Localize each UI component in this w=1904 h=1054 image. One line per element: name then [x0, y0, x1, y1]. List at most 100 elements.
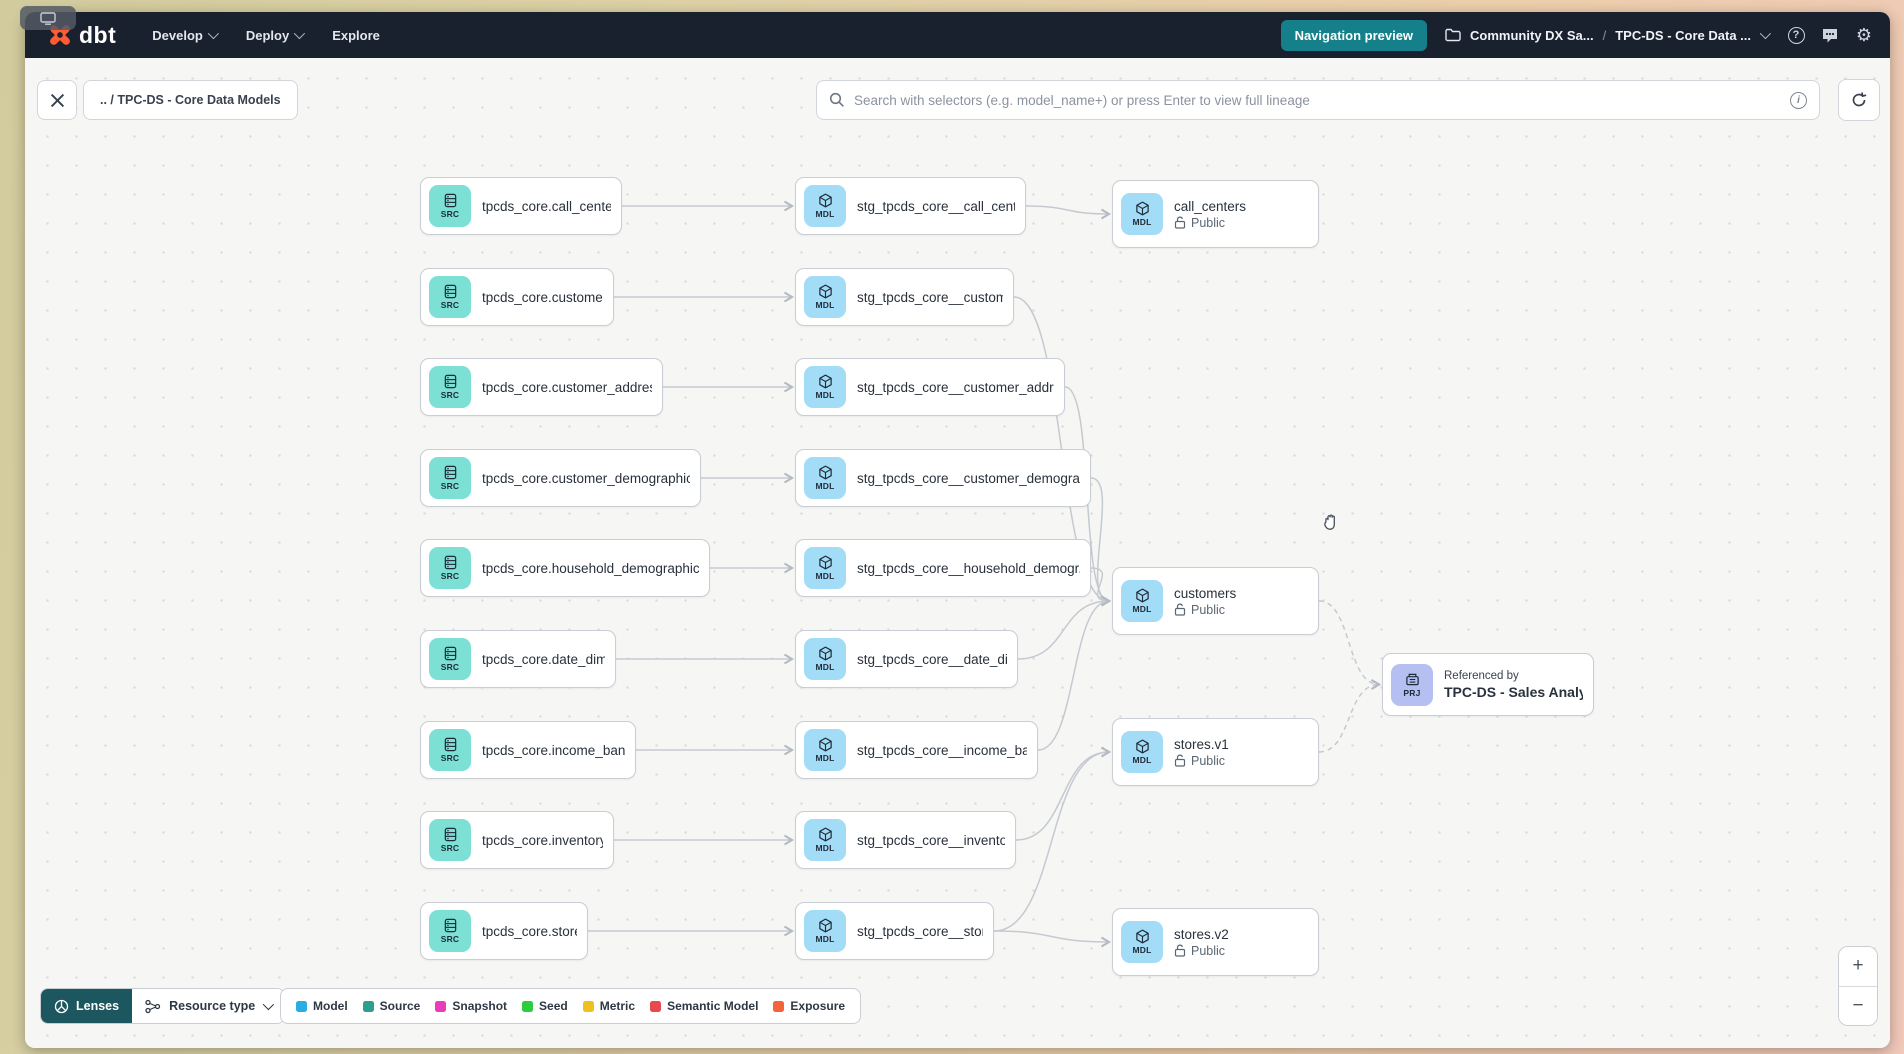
breadcrumb-page[interactable]: TPC-DS - Core Data ...	[1615, 27, 1751, 43]
node-label: stg_tpcds_core__date_dim	[857, 651, 1007, 667]
monitor-icon	[40, 11, 56, 25]
badge-label: MDL	[815, 481, 835, 491]
lineage-node-s7[interactable]: SRC tpcds_core.income_band	[420, 721, 636, 779]
search-input[interactable]	[854, 92, 1781, 108]
mdl-badge: MDL	[1121, 921, 1163, 963]
lineage-node-t4[interactable]: MDL stg_tpcds_core__customer_demogra...	[795, 449, 1091, 507]
model-icon	[818, 374, 832, 389]
navigation-preview-button[interactable]: Navigation preview	[1280, 19, 1428, 51]
resource-type-button[interactable]: Resource type	[132, 989, 285, 1023]
source-icon	[444, 465, 456, 480]
node-label: tpcds_core.customer_demographics	[482, 470, 690, 486]
unlock-icon	[1174, 944, 1186, 957]
badge-label: MDL	[1132, 217, 1152, 227]
chevron-down-icon	[293, 27, 306, 40]
node-pre-label: Referenced by	[1444, 669, 1519, 682]
lineage-breadcrumb-chip[interactable]: .. / TPC-DS - Core Data Models	[83, 80, 298, 120]
src-badge: SRC	[429, 547, 471, 589]
breadcrumb-separator: /	[1602, 27, 1607, 43]
legend-swatch	[773, 1000, 785, 1012]
legend-swatch	[296, 1000, 307, 1012]
mdl-badge: MDL	[804, 547, 846, 589]
legend-item: Snapshot	[435, 999, 507, 1013]
lineage-search: i	[816, 80, 1820, 120]
node-label: stg_tpcds_core__customer_address	[857, 379, 1054, 395]
edge-m3-prj	[1318, 679, 1382, 753]
brand-name: dbt	[79, 21, 117, 48]
screen-share-pill[interactable]	[20, 6, 76, 30]
source-icon	[444, 918, 456, 933]
nav-deploy[interactable]: Deploy	[246, 27, 306, 43]
node-label: tpcds_core.household_demographics	[482, 560, 699, 576]
dbt-logo[interactable]: dbt	[47, 22, 116, 49]
node-text: tpcds_core.household_demographics	[482, 561, 699, 576]
feedback-button[interactable]	[1820, 25, 1840, 45]
refresh-lineage-button[interactable]	[1838, 79, 1880, 121]
info-icon[interactable]: i	[1790, 91, 1807, 109]
close-lineage-button[interactable]	[37, 80, 77, 120]
breadcrumb-project[interactable]: Community DX Sa...	[1470, 27, 1594, 43]
badge-label: MDL	[815, 753, 835, 763]
node-text: stg_tpcds_core__customer	[857, 290, 1003, 305]
model-icon	[818, 465, 832, 480]
node-text: tpcds_core.date_dim	[482, 652, 605, 667]
zoom-in-button[interactable]: +	[1839, 947, 1877, 987]
mdl-badge: MDL	[804, 819, 846, 861]
lineage-node-s5[interactable]: SRC tpcds_core.household_demographics	[420, 539, 710, 597]
model-icon	[1135, 929, 1149, 944]
zoom-out-button[interactable]: −	[1839, 986, 1877, 1025]
source-icon	[444, 284, 456, 299]
node-label: stores.v2	[1174, 926, 1229, 942]
src-badge: SRC	[429, 185, 471, 227]
badge-label: SRC	[440, 300, 460, 310]
node-text: stg_tpcds_core__income_band	[857, 743, 1027, 758]
chevron-down-icon	[207, 27, 219, 40]
node-label: TPC-DS - Sales Analytics	[1444, 683, 1583, 700]
node-text: tpcds_core.income_band	[482, 743, 625, 758]
nav-develop[interactable]: Develop	[152, 27, 219, 43]
chevron-down-icon[interactable]	[1759, 27, 1772, 40]
node-label: tpcds_core.date_dim	[482, 651, 605, 667]
badge-label: MDL	[1132, 755, 1152, 765]
help-button[interactable]: ?	[1786, 25, 1806, 45]
close-icon	[50, 93, 64, 107]
badge-label: SRC	[440, 571, 460, 581]
edge-t6-m2	[1017, 595, 1112, 660]
nav-explore[interactable]: Explore	[332, 27, 380, 43]
node-text: stg_tpcds_core__customer_demogra...	[857, 471, 1080, 486]
model-icon	[818, 193, 832, 208]
lenses-button[interactable]: Lenses	[41, 989, 133, 1023]
node-text: tpcds_core.customer_demographics	[482, 471, 690, 486]
node-text: stg_tpcds_core__call_center	[857, 199, 1015, 214]
badge-label: SRC	[440, 753, 460, 763]
lineage-node-t7[interactable]: MDL stg_tpcds_core__income_band	[795, 721, 1038, 779]
unlock-icon	[1174, 216, 1186, 229]
node-label: stg_tpcds_core__customer_demogra...	[857, 470, 1080, 486]
feedback-bubble-icon	[1823, 28, 1837, 42]
lens-controls: Lenses Resource type	[40, 988, 286, 1024]
settings-button[interactable]: ⚙	[1854, 25, 1874, 45]
legend-item: Source	[362, 999, 420, 1013]
